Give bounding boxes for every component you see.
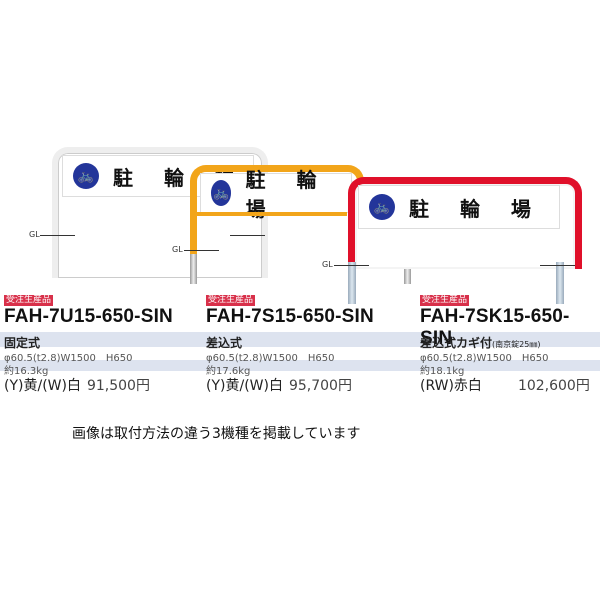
gl-label: GL (172, 245, 183, 254)
weight: 約18.1kg (420, 366, 465, 377)
made-to-order-badge: 受注生産品 (4, 295, 54, 306)
gl-label: GL (322, 260, 333, 269)
bicycle-icon: 🚲 (73, 163, 99, 189)
price: 95,700円 (288, 378, 352, 394)
price: 91,500円 (86, 378, 150, 394)
sign-text: 駐 輪 場 (245, 168, 329, 221)
weight: 約17.6kg (206, 366, 251, 377)
install-type: 固定式 (4, 336, 41, 350)
gl-label: GL (29, 230, 40, 239)
weight: 約16.3kg (4, 366, 49, 377)
spec: φ60.5(t2.8)W1500 H650 (4, 353, 133, 364)
weight-band (0, 360, 600, 371)
model-number: FAH-7U15-650-SIN (4, 306, 173, 327)
model-number: FAH-7S15-650-SIN (206, 306, 374, 327)
made-to-order-badge: 受注生産品 (206, 295, 256, 306)
type-note: (南京錠25㎜) (492, 340, 541, 349)
spec: φ60.5(t2.8)W1500 H650 (206, 353, 335, 364)
bicycle-icon: 🚲 (369, 194, 395, 220)
sign-text: 駐 輪 場 (409, 196, 543, 221)
bicycle-icon: 🚲 (211, 180, 232, 206)
type-band (0, 332, 600, 347)
price: 102,600円 (517, 378, 590, 394)
footer-note: 画像は取付方法の違う3機種を掲載しています (72, 426, 361, 442)
spec: φ60.5(t2.8)W1500 H650 (420, 353, 549, 364)
made-to-order-badge: 受注生産品 (420, 295, 470, 306)
model-number: FAH-7SK15-650-SIN (420, 306, 570, 349)
install-type: 差込式 (206, 336, 243, 350)
install-type: 差込式カギ付(南京錠25㎜) (420, 336, 541, 350)
